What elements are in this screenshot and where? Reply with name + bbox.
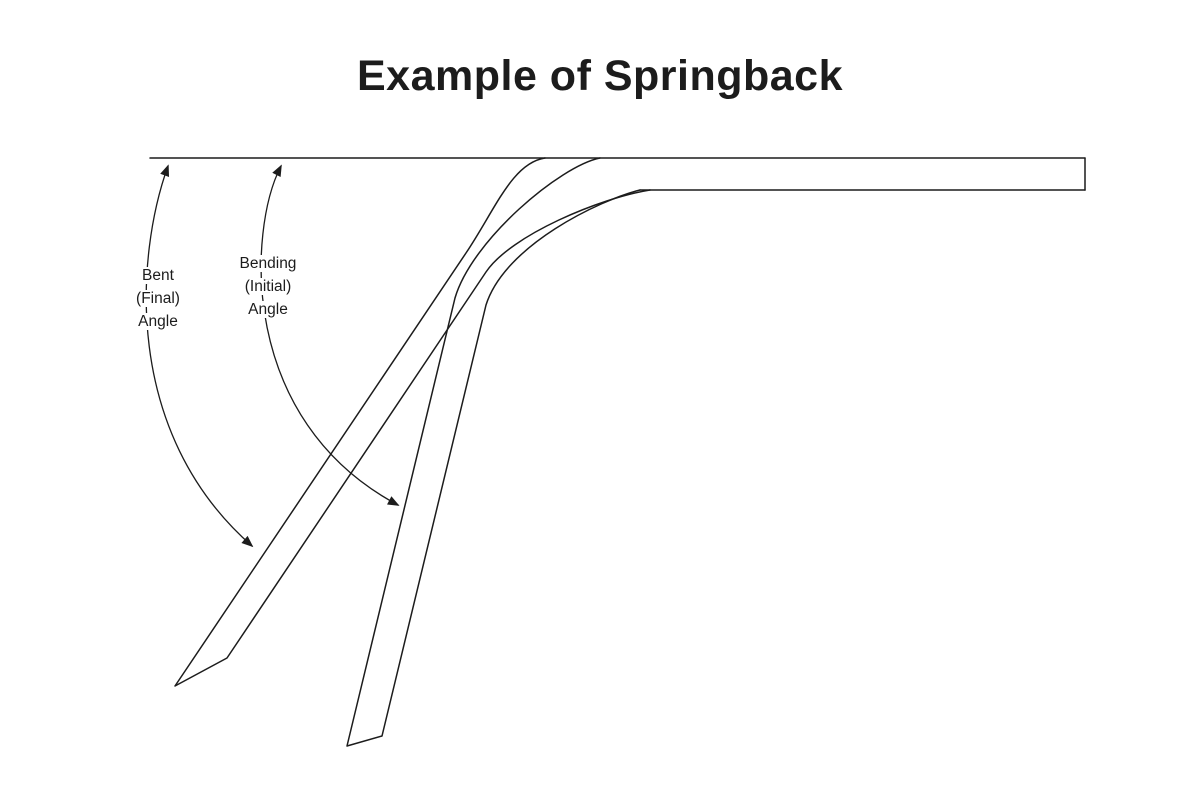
initial-angle-arrow <box>260 164 400 506</box>
final-angle-label-line3: Angle <box>136 313 180 330</box>
initial-angle-label-row: Bending <box>213 252 323 275</box>
final-angle-label-row: (Final) <box>103 287 213 310</box>
initial-angle-label-row: Angle <box>213 298 323 321</box>
initial-angle-label-line1: Bending <box>237 255 299 272</box>
initial-angle-label: Bending (Initial) Angle <box>213 252 323 321</box>
diagram-title: Example of Springback <box>356 52 844 100</box>
final-angle-label-row: Bent <box>103 264 213 287</box>
initial-strip-outline <box>346 157 641 747</box>
initial-angle-label-row: (Initial) <box>213 275 323 298</box>
final-angle-label-line2: (Final) <box>134 290 182 307</box>
initial-angle-label-line2: (Initial) <box>242 278 294 295</box>
final-angle-label-row: Angle <box>103 310 213 333</box>
diagram-linework <box>145 157 1086 747</box>
final-angle-label: Bent (Final) Angle <box>103 264 213 333</box>
final-angle-label-line1: Bent <box>140 267 176 284</box>
final-angle-arrow <box>145 164 254 548</box>
initial-angle-label-line3: Angle <box>246 301 290 318</box>
